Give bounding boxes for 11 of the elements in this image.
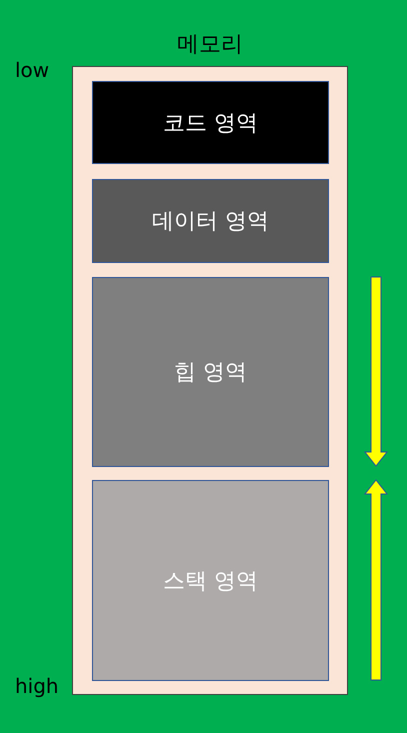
heap-segment-box bbox=[92, 277, 329, 467]
segment-label: 힙 영역 bbox=[174, 359, 247, 387]
segment-label: 코드 영역 bbox=[163, 110, 258, 138]
segment-label: 데이터 영역 bbox=[152, 208, 269, 236]
address-label: high bbox=[15, 674, 59, 698]
address-label: low bbox=[15, 58, 50, 82]
memory-title: 메모리 bbox=[177, 31, 243, 59]
data-segment-box bbox=[92, 179, 329, 263]
code-segment-box bbox=[92, 81, 329, 164]
segment-label: 스택 영역 bbox=[163, 568, 258, 596]
stack-segment-box bbox=[92, 480, 329, 681]
